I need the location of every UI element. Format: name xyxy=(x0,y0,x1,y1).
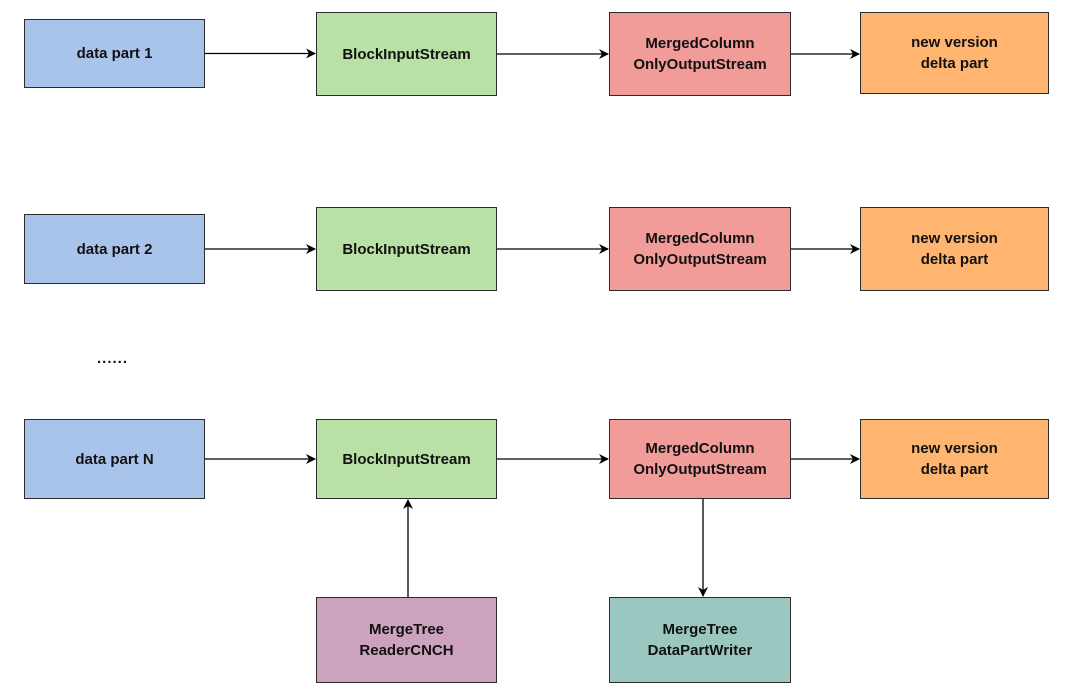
node-label: BlockInputStream xyxy=(342,239,470,260)
node-nv2: new version delta part xyxy=(860,207,1049,291)
node-label-line: delta part xyxy=(920,251,989,268)
node-nvN: new version delta part xyxy=(860,419,1049,499)
node-label-line: MergeTree xyxy=(662,621,738,638)
node-label-line: delta part xyxy=(920,461,989,478)
node-bis2: BlockInputStream xyxy=(316,207,497,291)
node-label: data part 1 xyxy=(77,43,153,64)
node-label-line: DataPartWriter xyxy=(647,642,753,659)
node-label: BlockInputStream xyxy=(342,449,470,470)
node-dp2: data part 2 xyxy=(24,214,205,284)
node-label-line: OnlyOutputStream xyxy=(633,56,767,73)
node-label: new version delta part xyxy=(911,228,998,270)
ellipsis-text: ...... xyxy=(97,350,129,367)
node-label-line: MergedColumn xyxy=(645,440,755,457)
node-label-line: MergeTree xyxy=(368,621,445,638)
node-label-line: MergedColumn xyxy=(645,230,755,247)
node-label: data part 2 xyxy=(77,239,153,260)
node-label-line: MergedColumn xyxy=(645,35,755,52)
node-dp1: data part 1 xyxy=(24,19,205,88)
node-label-line: OnlyOutputStream xyxy=(633,251,767,268)
node-dpN: data part N xyxy=(24,419,205,499)
node-label-line: new version xyxy=(911,440,998,457)
node-label-line: delta part xyxy=(920,55,989,72)
node-label-line: BlockInputStream xyxy=(342,45,471,63)
node-bisN: BlockInputStream xyxy=(316,419,497,499)
node-label-line: data part 2 xyxy=(76,240,153,258)
node-label: new version delta part xyxy=(911,32,998,74)
node-bis1: BlockInputStream xyxy=(316,12,497,96)
node-label-line: BlockInputStream xyxy=(342,240,471,258)
node-label: BlockInputStream xyxy=(342,44,470,65)
node-label: new version delta part xyxy=(911,438,998,480)
node-label-line: BlockInputStream xyxy=(342,450,471,468)
node-label-line: ReaderCNCH xyxy=(359,642,454,659)
node-label-line: data part N xyxy=(75,450,154,468)
node-label-line: OnlyOutputStream xyxy=(633,461,767,478)
node-label-line: new version xyxy=(911,230,998,247)
node-nv1: new version delta part xyxy=(860,12,1049,94)
node-label: data part N xyxy=(75,449,153,470)
node-label-line: new version xyxy=(911,34,998,51)
node-label-line: data part 1 xyxy=(76,45,153,62)
